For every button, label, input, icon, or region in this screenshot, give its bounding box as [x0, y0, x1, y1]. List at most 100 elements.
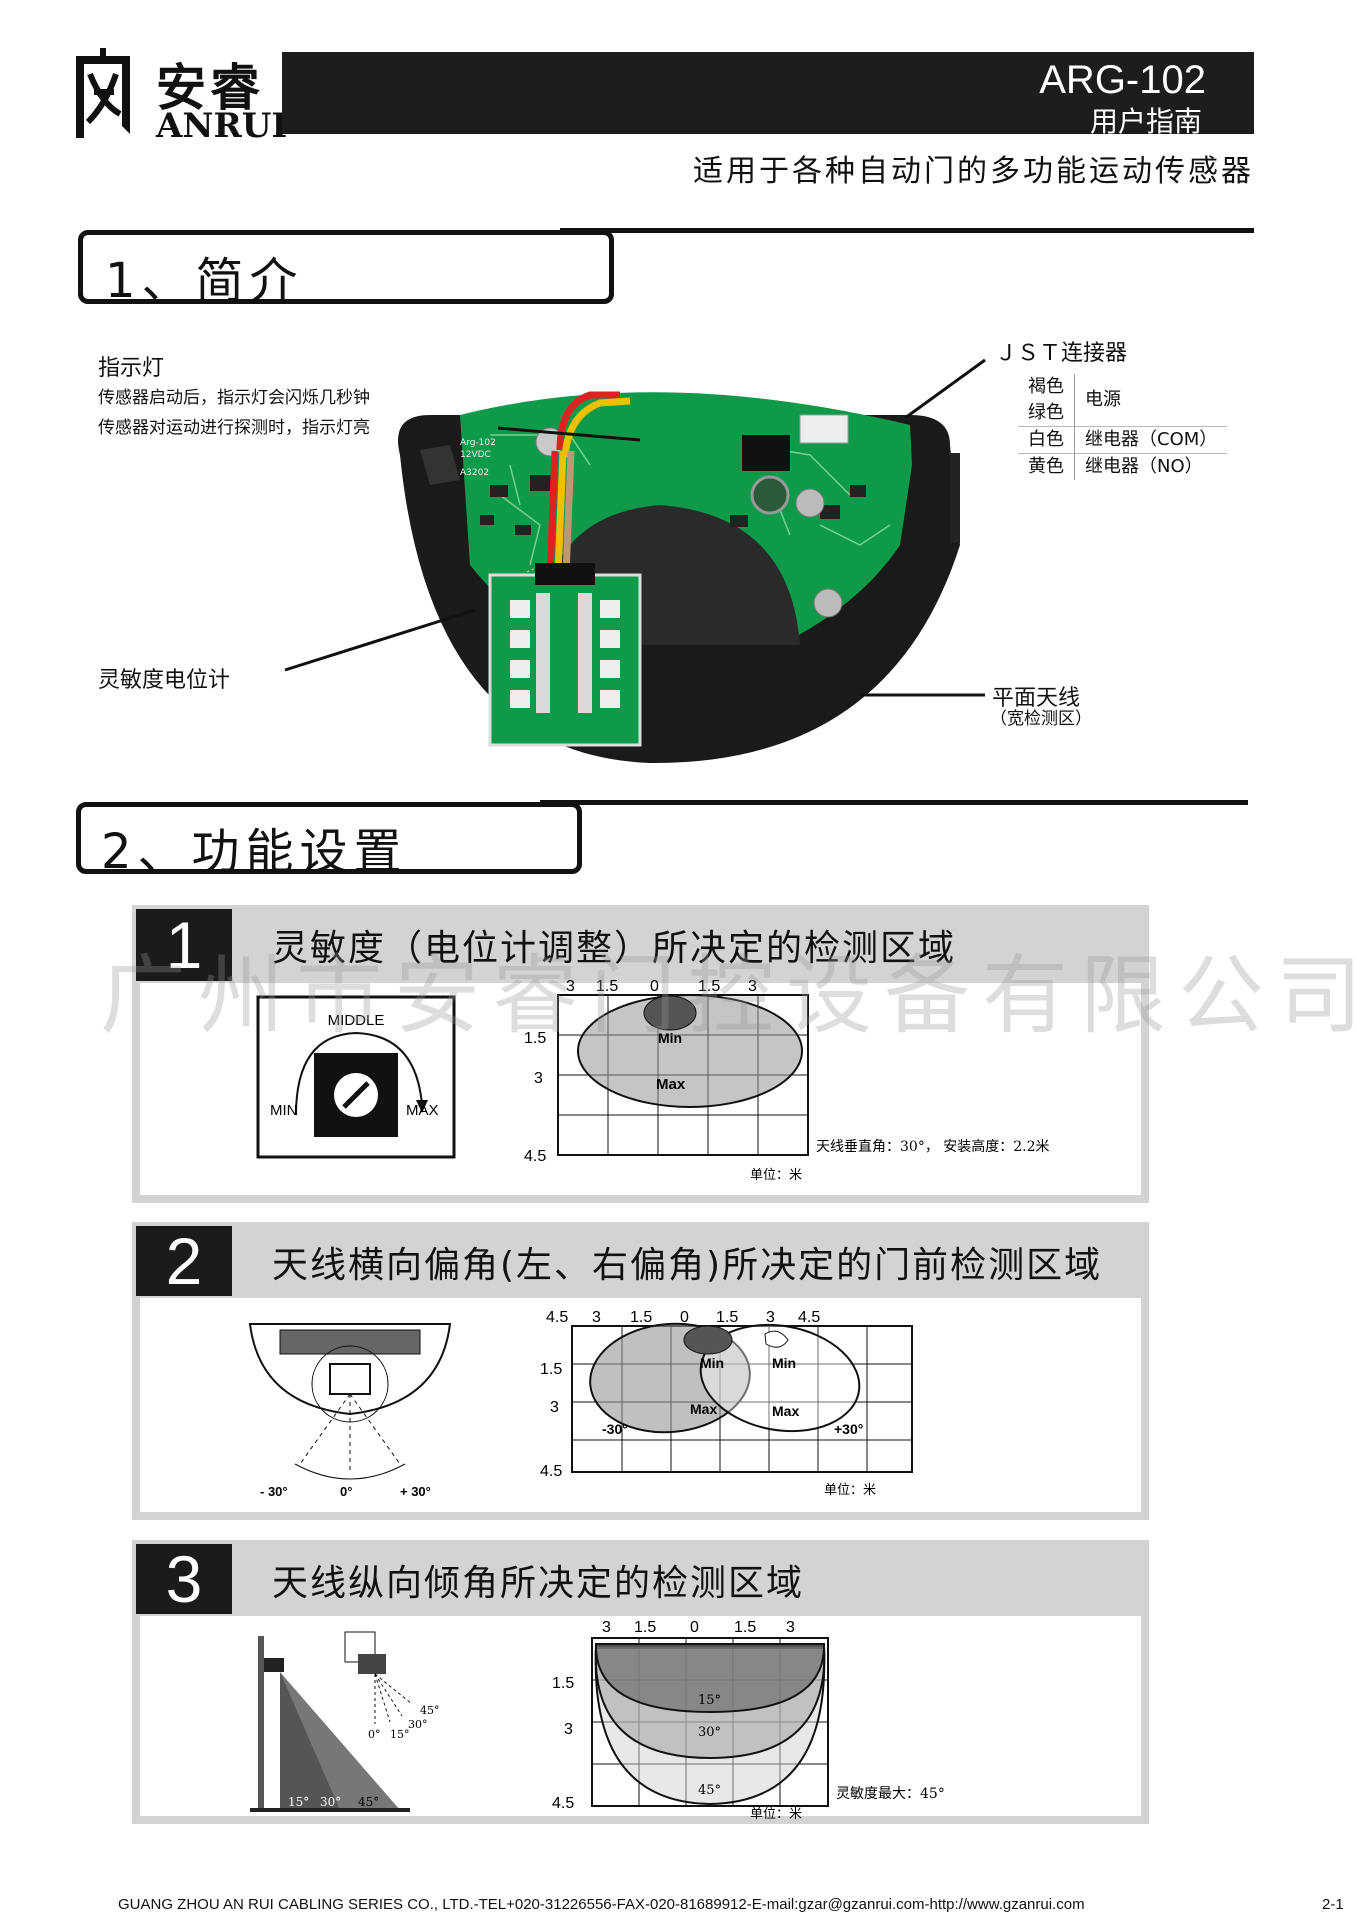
y-tick: 1.5 [552, 1675, 574, 1692]
x-tick: 4.5 [546, 1309, 568, 1326]
x-tick: 0 [690, 1619, 699, 1636]
panel-title: 天线纵向倾角所决定的检测区域 [272, 1563, 805, 1604]
antenna-sublabel: （宽检测区） [990, 709, 1092, 729]
jst-row: 褐色 电源 [1018, 374, 1227, 410]
tilt-angle-label: 45° [420, 1704, 440, 1717]
zone-angle-label: 45° [698, 1783, 721, 1798]
indicator-title: 指示灯 [98, 356, 165, 381]
x-tick: 1.5 [698, 978, 720, 995]
panel-2-header: 2 天线横向偏角(左、右偏角)所决定的门前检测区域 [132, 1222, 1149, 1298]
panel-number: 1 [136, 909, 232, 981]
panel-1-body: MIDDLE MIN MAX 1.5 3 4.5 3 1.5 0 1.5 3 M… [132, 978, 1149, 1203]
tilt-angle-diagram: 15° 30° 45° 0° 15° 30° 45° [250, 1631, 440, 1812]
angle-label: 0° [340, 1484, 352, 1499]
product-subtitle: 适用于各种自动门的多功能运动传感器 [693, 154, 1254, 189]
panel-number: 2 [136, 1226, 232, 1296]
y-tick: 3 [564, 1721, 573, 1738]
min-zone-label: Min [700, 1355, 724, 1371]
brand-logo: 安睿 ANRUI [72, 44, 287, 146]
wire-function: 继电器（NO） [1085, 456, 1203, 477]
x-tick: 0 [650, 978, 659, 995]
wire-color: 褐色 [1018, 374, 1075, 400]
x-tick: 1.5 [716, 1309, 738, 1326]
sensor-board-photo: Arg-102 12VDC A3202 [390, 391, 960, 764]
y-tick: 3 [550, 1399, 559, 1416]
x-tick: 1.5 [734, 1619, 756, 1636]
y-tick: 4.5 [540, 1463, 562, 1480]
panel-title: 天线横向偏角(左、右偏角)所决定的门前检测区域 [272, 1245, 1103, 1286]
logo-chinese-name: 安睿 [156, 59, 264, 117]
tilt-angle-label: 30° [408, 1718, 428, 1731]
panel-3-header: 3 天线纵向倾角所决定的检测区域 [132, 1540, 1149, 1616]
unit-label: 单位：米 [824, 1483, 876, 1498]
jst-connector-title: ＪＳＴ连接器 [995, 341, 1128, 366]
min-zone-label: Min [772, 1355, 796, 1371]
unit-label: 单位：米 [750, 1168, 802, 1183]
dial-middle-label: MIDDLE [328, 1012, 385, 1029]
section-title: 2、功能设置 [101, 824, 408, 880]
anrui-logo-icon [76, 48, 130, 138]
antenna-label: 平面天线 [992, 686, 1081, 711]
dial-max-label: MAX [406, 1102, 439, 1119]
x-tick: 1.5 [596, 978, 618, 995]
board-model-text: Arg-102 [460, 438, 496, 448]
y-tick: 1.5 [540, 1361, 562, 1378]
board-code-text: A3202 [460, 468, 489, 478]
y-tick: 3 [534, 1070, 543, 1087]
footer-contact: GUANG ZHOU AN RUI CABLING SERIES CO., LT… [118, 1896, 1085, 1913]
panel-2-body: - 30° 0° + 30° 4.5 3 1.5 0 1.5 3 4.5 1.5… [132, 1298, 1149, 1520]
section-rule [560, 228, 1254, 233]
left-angle-label: -30° [602, 1421, 628, 1437]
x-tick: 3 [748, 978, 757, 995]
wire-function: 继电器（COM） [1085, 429, 1218, 450]
board-voltage-text: 12VDC [460, 450, 491, 460]
wire-color: 白色 [1018, 426, 1075, 454]
min-zone-label: Min [658, 1030, 682, 1046]
user-guide-label: 用户指南 [1089, 105, 1202, 138]
ground-angle-label: 15° [288, 1795, 309, 1809]
zone-angle-label: 15° [698, 1693, 721, 1708]
sensitivity-dial-diagram: MIDDLE MIN MAX [256, 995, 456, 1159]
ground-angle-label: 45° [358, 1795, 379, 1809]
potentiometer-label: 灵敏度电位计 [98, 668, 231, 693]
wire-color: 黄色 [1018, 453, 1075, 480]
detection-zone-chart-1: 1.5 3 4.5 3 1.5 0 1.5 3 Min Max 天线垂直角：30… [524, 978, 1050, 1183]
title-bar: ARG-102 用户指南 [282, 52, 1254, 138]
mounting-note: 天线垂直角：30°， 安装高度：2.2米 [816, 1138, 1050, 1155]
tilt-angle-label: 0° [368, 1728, 381, 1741]
panel-3-body: 15° 30° 45° 0° 15° 30° 45° 3 1.5 0 1.5 3… [132, 1616, 1149, 1824]
tilt-angle-label: 15° [390, 1728, 410, 1741]
x-tick: 3 [566, 978, 575, 995]
zone-angle-label: 30° [698, 1725, 721, 1740]
jst-row: 黄色 继电器（NO） [1018, 453, 1227, 480]
x-tick: 3 [592, 1309, 601, 1326]
section-rule [540, 800, 1248, 805]
detection-zone-chart-2: 4.5 3 1.5 0 1.5 3 4.5 1.5 3 4.5 Min Min … [540, 1309, 913, 1498]
lateral-angle-diagram: - 30° 0° + 30° [248, 1323, 452, 1499]
y-tick: 1.5 [524, 1030, 546, 1047]
dial-min-label: MIN [270, 1102, 298, 1119]
section-heading-intro: 1、简介 [78, 230, 614, 309]
jst-row: 白色 继电器（COM） [1018, 426, 1228, 454]
right-angle-label: +30° [834, 1421, 863, 1437]
x-tick: 3 [602, 1619, 611, 1636]
panel-number: 3 [136, 1544, 232, 1614]
max-zone-label: Max [690, 1401, 717, 1417]
indicator-desc-1: 传感器启动后，指示灯会闪烁几秒钟 [98, 388, 370, 408]
company-watermark: 广州市安睿门控设备有限公司 [100, 946, 1357, 1046]
section-title: 1、简介 [105, 253, 304, 309]
max-zone-label: Max [772, 1403, 799, 1419]
x-tick: 3 [766, 1309, 775, 1326]
ground-angle-label: 30° [320, 1795, 341, 1809]
logo-english-name: ANRUI [156, 106, 288, 146]
x-tick: 0 [680, 1309, 689, 1326]
x-tick: 1.5 [634, 1619, 656, 1636]
sensitivity-note: 灵敏度最大：45° [836, 1786, 945, 1802]
unit-label: 单位：米 [750, 1807, 802, 1822]
panel-1-header: 1 灵敏度（电位计调整）所决定的检测区域 [132, 905, 1149, 983]
section-heading-settings: 2、功能设置 [76, 802, 582, 880]
angle-label: + 30° [400, 1484, 431, 1499]
page-number: 2-1 [1322, 1896, 1344, 1913]
x-tick: 3 [786, 1619, 795, 1636]
panel-title: 灵敏度（电位计调整）所决定的检测区域 [272, 928, 957, 969]
